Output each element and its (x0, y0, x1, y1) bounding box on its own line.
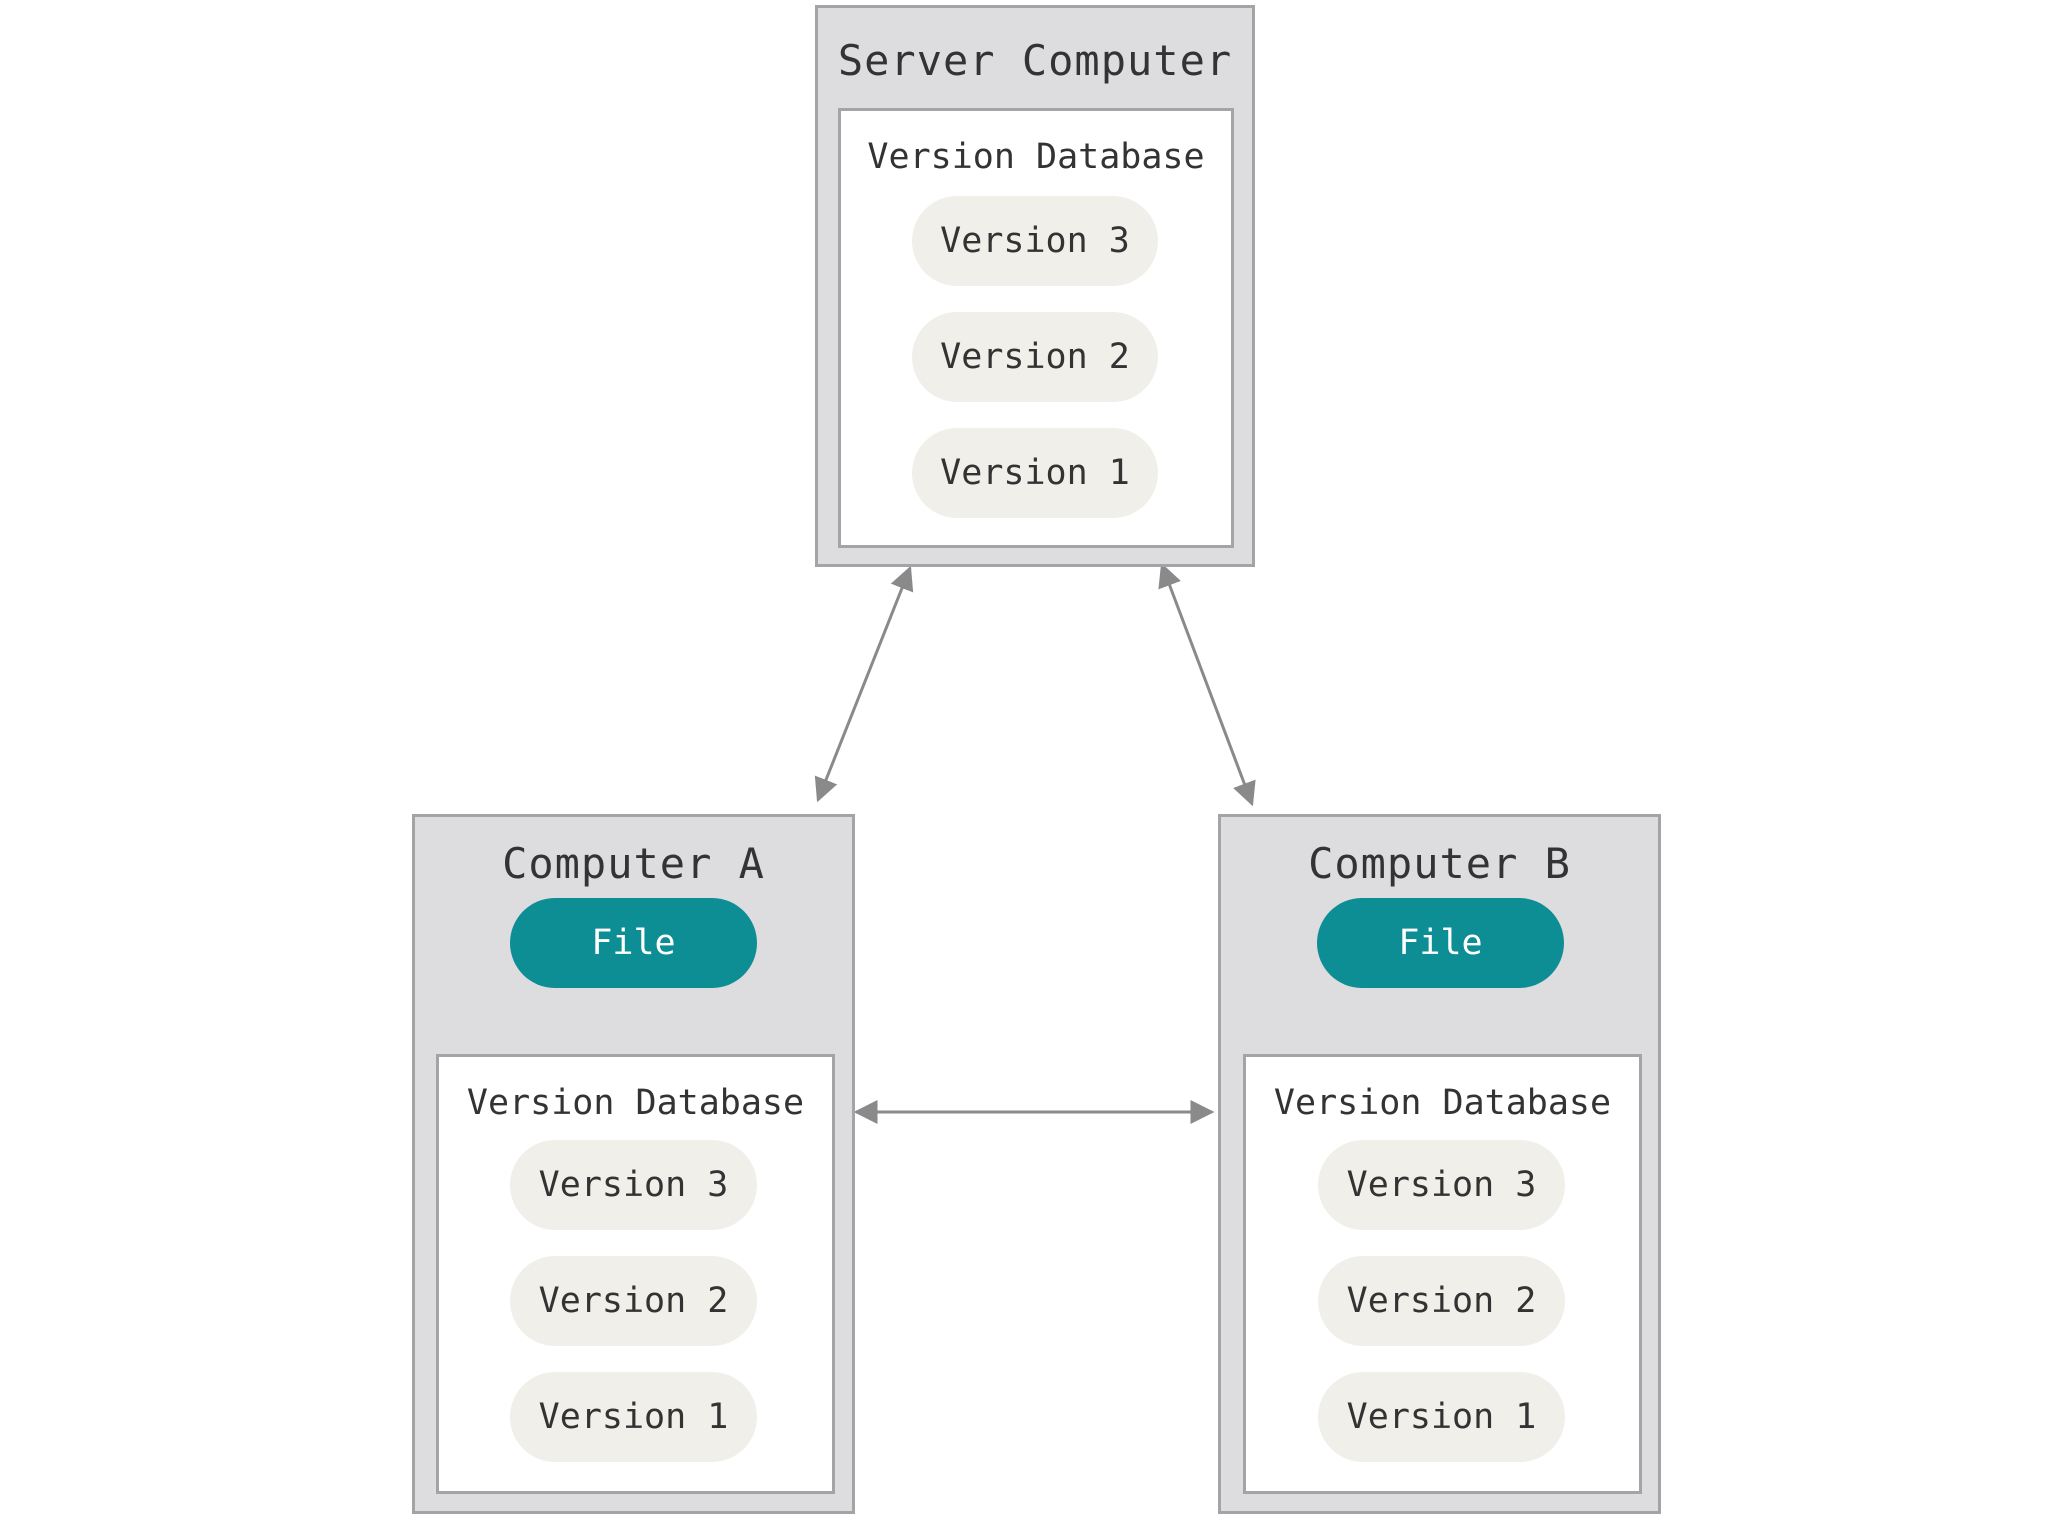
computer-b-version-2: Version 2 (1318, 1256, 1565, 1346)
computer-b-version-3: Version 3 (1318, 1140, 1565, 1230)
server-b-sync-arrow (1158, 562, 1256, 807)
computer-a-title: Computer A (502, 839, 765, 888)
computer-a-database-title: Version Database (466, 1083, 805, 1123)
server-database-title: Version Database (867, 137, 1205, 177)
computer-a-version-2: Version 2 (510, 1256, 757, 1346)
computer-a-version-3: Version 3 (510, 1140, 757, 1230)
computer-b-file: File (1317, 898, 1564, 988)
server-version-2: Version 2 (912, 312, 1158, 402)
server-version-1: Version 1 (912, 428, 1158, 518)
computer-a-file: File (510, 898, 757, 988)
computer-a-version-1: Version 1 (510, 1372, 757, 1462)
server-version-3: Version 3 (912, 196, 1158, 286)
server-a-sync-arrow (814, 565, 914, 803)
computer-b-version-1: Version 1 (1318, 1372, 1565, 1462)
computer-b-title: Computer B (1308, 839, 1571, 888)
computer-b-database-title: Version Database (1273, 1083, 1612, 1123)
server-computer-title: Server Computer (837, 36, 1233, 85)
